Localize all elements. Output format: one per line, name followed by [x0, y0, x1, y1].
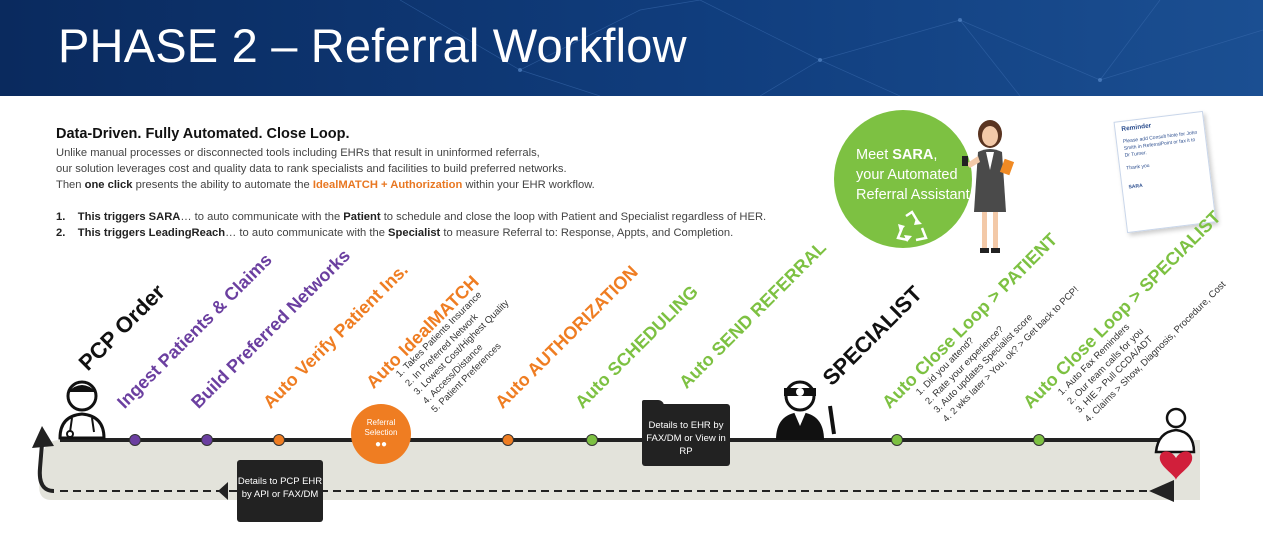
step-verify: Auto Verify Patient Ins. [259, 259, 412, 413]
intro-line-3a: Then [56, 179, 85, 191]
sara-circle [834, 110, 972, 248]
dot-networks [201, 434, 213, 446]
intro-line-2: our solution leverages cost and quality … [56, 163, 567, 175]
sara-name: SARA [892, 147, 934, 163]
loop-curve [37, 443, 55, 493]
patient-icon [1154, 407, 1196, 480]
intro-one-click: one click [84, 179, 133, 191]
trigger-2: 2. This triggers LeadingReach… to auto c… [56, 227, 733, 239]
trigger-1: 1. This triggers SARA… to auto communica… [56, 211, 766, 223]
callout-pcp-text: Details to PCP EHR by API or FAX/DM [237, 476, 323, 500]
trigger-1-b: Patient [343, 211, 381, 223]
callout-ehr: Details to EHR by FAX/DM or View in RP [642, 404, 730, 466]
reminder-body: Please add Consult Note for John Smith i… [1122, 129, 1198, 159]
sara-meet: Meet [856, 147, 893, 163]
dot-sched [586, 434, 598, 446]
timeline-graphic [32, 426, 1201, 502]
referral-selection-badge: Referral Selection ●● [351, 404, 411, 464]
sara-comma: , [933, 147, 938, 163]
reminder-sign: SARA [1128, 182, 1144, 191]
header-banner: PHASE 2 – Referral Workflow [0, 0, 1263, 96]
people-icon: ●● [374, 439, 388, 450]
sara-avatar-icon [962, 120, 1015, 253]
trigger-2-c: to measure Referral to: Response, Appts,… [440, 227, 734, 239]
dot-verify [273, 434, 285, 446]
pcp-doctor-icon [58, 380, 106, 440]
specialist-doctor-icon [776, 380, 836, 440]
intro-line-3c: presents the ability to automate the [132, 179, 313, 191]
intro-line-3e: within your EHR workflow. [462, 179, 595, 191]
dot-auth [502, 434, 514, 446]
return-arrow-icon [1149, 480, 1174, 502]
intro-line-1: Unlike manual processes or disconnected … [56, 147, 540, 159]
trigger-1-c: to schedule and close the loop with Pati… [380, 211, 767, 223]
trigger-2-lead: This triggers LeadingReach [77, 227, 226, 239]
trigger-1-lead: This triggers SARA [77, 211, 181, 223]
page-title: PHASE 2 – Referral Workflow [58, 19, 687, 72]
intro-heading: Data-Driven. Fully Automated. Close Loop… [56, 126, 350, 142]
intro-line-3: Then one click presents the ability to a… [56, 179, 595, 191]
intro-idealmatch: IdealMATCH + Authorization [312, 179, 463, 191]
sara-text: Meet SARA, your Automated Referral Assis… [856, 145, 1006, 205]
timeline-band [39, 440, 1201, 500]
trigger-2-num: 2. [56, 227, 66, 239]
sara-line3: Referral Assistant [856, 187, 970, 203]
pcp-arrow-icon [218, 482, 228, 500]
callout-ehr-tab [642, 400, 664, 408]
referral-selection-label: Referral Selection [364, 418, 398, 437]
trigger-1-a: … to auto communicate with the [180, 211, 344, 223]
sara-line2: your Automated [856, 167, 958, 183]
recycle-icon [896, 210, 928, 242]
callout-pcp: Details to PCP EHR by API or FAX/DM [237, 460, 323, 522]
dot-close-patient [891, 434, 903, 446]
callout-ehr-text: Details to EHR by FAX/DM or View in RP [646, 420, 726, 457]
reminder-thanks: Thank you [1125, 162, 1150, 172]
trigger-2-b: Specialist [388, 227, 441, 239]
step-send-referral: Auto SEND REFERRAL [675, 237, 831, 393]
dot-close-specialist [1033, 434, 1045, 446]
trigger-2-a: … to auto communicate with the [225, 227, 389, 239]
dot-ingest [129, 434, 141, 446]
loop-arrow-icon [32, 426, 54, 448]
trigger-1-num: 1. [56, 211, 66, 223]
network-pattern [399, 0, 1263, 96]
